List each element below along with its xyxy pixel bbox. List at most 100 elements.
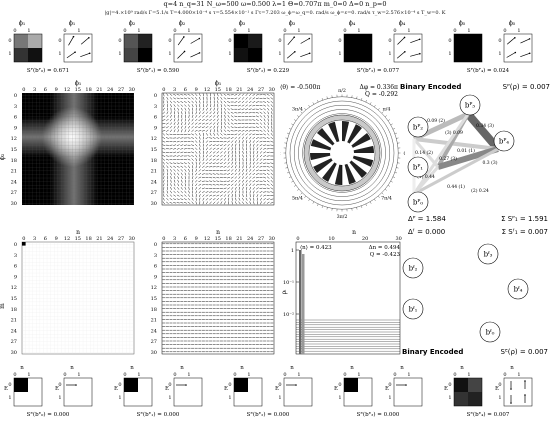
field-arrow [231, 165, 234, 169]
field-arrow [259, 140, 263, 143]
field-arrow [177, 118, 179, 122]
polar-tick [286, 172, 290, 174]
field-arrow [205, 133, 209, 136]
field-arrow [259, 147, 263, 150]
field-arrow [252, 93, 256, 96]
field-arrow [255, 112, 259, 114]
field-arrow [201, 122, 205, 125]
network-bottom-entropy: Sᴱ(ρ) = 0.007 [501, 348, 549, 356]
field-arrow [238, 197, 241, 201]
field-arrow [230, 122, 234, 125]
cell-arrow [396, 51, 406, 59]
field-arrow [252, 187, 255, 190]
cell-arrow-head [510, 388, 512, 390]
tick-label: 12 [64, 87, 70, 93]
network-top-entropy: Sᴾ(ρ) = 0.007 [503, 83, 550, 91]
field-arrow [223, 147, 227, 151]
field-arrow [209, 107, 212, 111]
field-arrow [205, 194, 209, 197]
field-arrow [230, 118, 234, 122]
field-arrow [212, 201, 216, 205]
polar-tick [308, 198, 310, 202]
field-arrow [259, 126, 263, 129]
density-cell [14, 392, 28, 406]
field-arrow [176, 169, 180, 172]
cell-tick: 0 [8, 38, 11, 44]
field-arrow [255, 183, 259, 186]
field-arrow [169, 133, 173, 135]
cell-n-label-2: n [70, 365, 74, 371]
field-arrow [227, 143, 230, 147]
cell-tick: 0 [228, 382, 231, 388]
field-arrow [260, 201, 262, 205]
cell-tick: 1 [467, 28, 470, 34]
field-arrow [184, 118, 187, 122]
field-arrow [216, 176, 220, 179]
field-arrow [223, 165, 227, 168]
field-arrow [162, 151, 166, 154]
cell-n-label: n [240, 365, 244, 371]
tick-label: 24 [151, 179, 157, 185]
cell-arrow-head [72, 35, 75, 38]
field-arrow [224, 125, 226, 129]
field-arrow [223, 140, 227, 143]
field-arrow [198, 93, 201, 97]
field-arrow [245, 108, 249, 111]
network-top-heading: Binary Encoded [400, 83, 461, 91]
field-arrow [199, 140, 201, 144]
field-arrow [256, 140, 259, 143]
field-arrow [177, 187, 180, 190]
field-arrow [237, 130, 241, 132]
field-arrow [234, 97, 238, 100]
field-arrow [195, 100, 198, 104]
network-node-label: bᶠ₁ [409, 306, 418, 314]
occupation-y-tick: 1 [291, 248, 294, 254]
field-arrow [227, 118, 230, 122]
field-arrow [263, 162, 267, 164]
network-edge-label: (1) 0.44 [417, 173, 435, 180]
field-arrow [165, 126, 169, 129]
cell-tick: 0 [123, 28, 126, 34]
polar-tick [326, 96, 328, 99]
vector-field-arrows [162, 93, 274, 205]
field-arrow [255, 101, 259, 103]
cell-tick: 1 [247, 372, 250, 378]
field-arrow [166, 165, 169, 169]
delta-p: Δᴾ = 1.584 [408, 215, 446, 223]
tick-label: 9 [14, 125, 17, 131]
field-arrow [263, 198, 266, 201]
polar-tick [390, 123, 393, 126]
density-cell [124, 392, 138, 406]
cell-tick: 0 [448, 38, 451, 44]
field-arrow [216, 162, 220, 164]
polar-tick [396, 137, 399, 139]
field-arrow [249, 136, 252, 140]
field-arrow [165, 155, 169, 157]
field-arrow [191, 151, 195, 154]
field-arrow [181, 129, 183, 133]
cell-probability: Sᴱ(bᴱ₁) = 0.000 [137, 411, 180, 418]
density-cell [468, 34, 482, 48]
cell-tick: 1 [297, 28, 300, 34]
field-arrow [199, 161, 201, 165]
cell-arrow-head [514, 51, 517, 54]
field-arrow [188, 118, 190, 122]
tick-label: 15 [75, 87, 81, 93]
field-arrow [176, 194, 180, 197]
cell-tick: 0 [283, 28, 286, 34]
field-arrow [194, 143, 198, 147]
field-arrow [187, 129, 191, 133]
field-arrow [163, 194, 165, 198]
field-arrow [220, 201, 223, 205]
field-arrow [255, 122, 259, 125]
polar-ring [289, 100, 395, 206]
field-arrow [180, 202, 184, 204]
field-arrow [180, 144, 184, 146]
tick-label: 27 [258, 236, 264, 242]
field-arrow [187, 155, 191, 157]
tick-label: 6 [184, 87, 187, 93]
field-arrow [245, 112, 249, 114]
cell-tick: 0 [123, 372, 126, 378]
field-arrow [195, 179, 198, 183]
